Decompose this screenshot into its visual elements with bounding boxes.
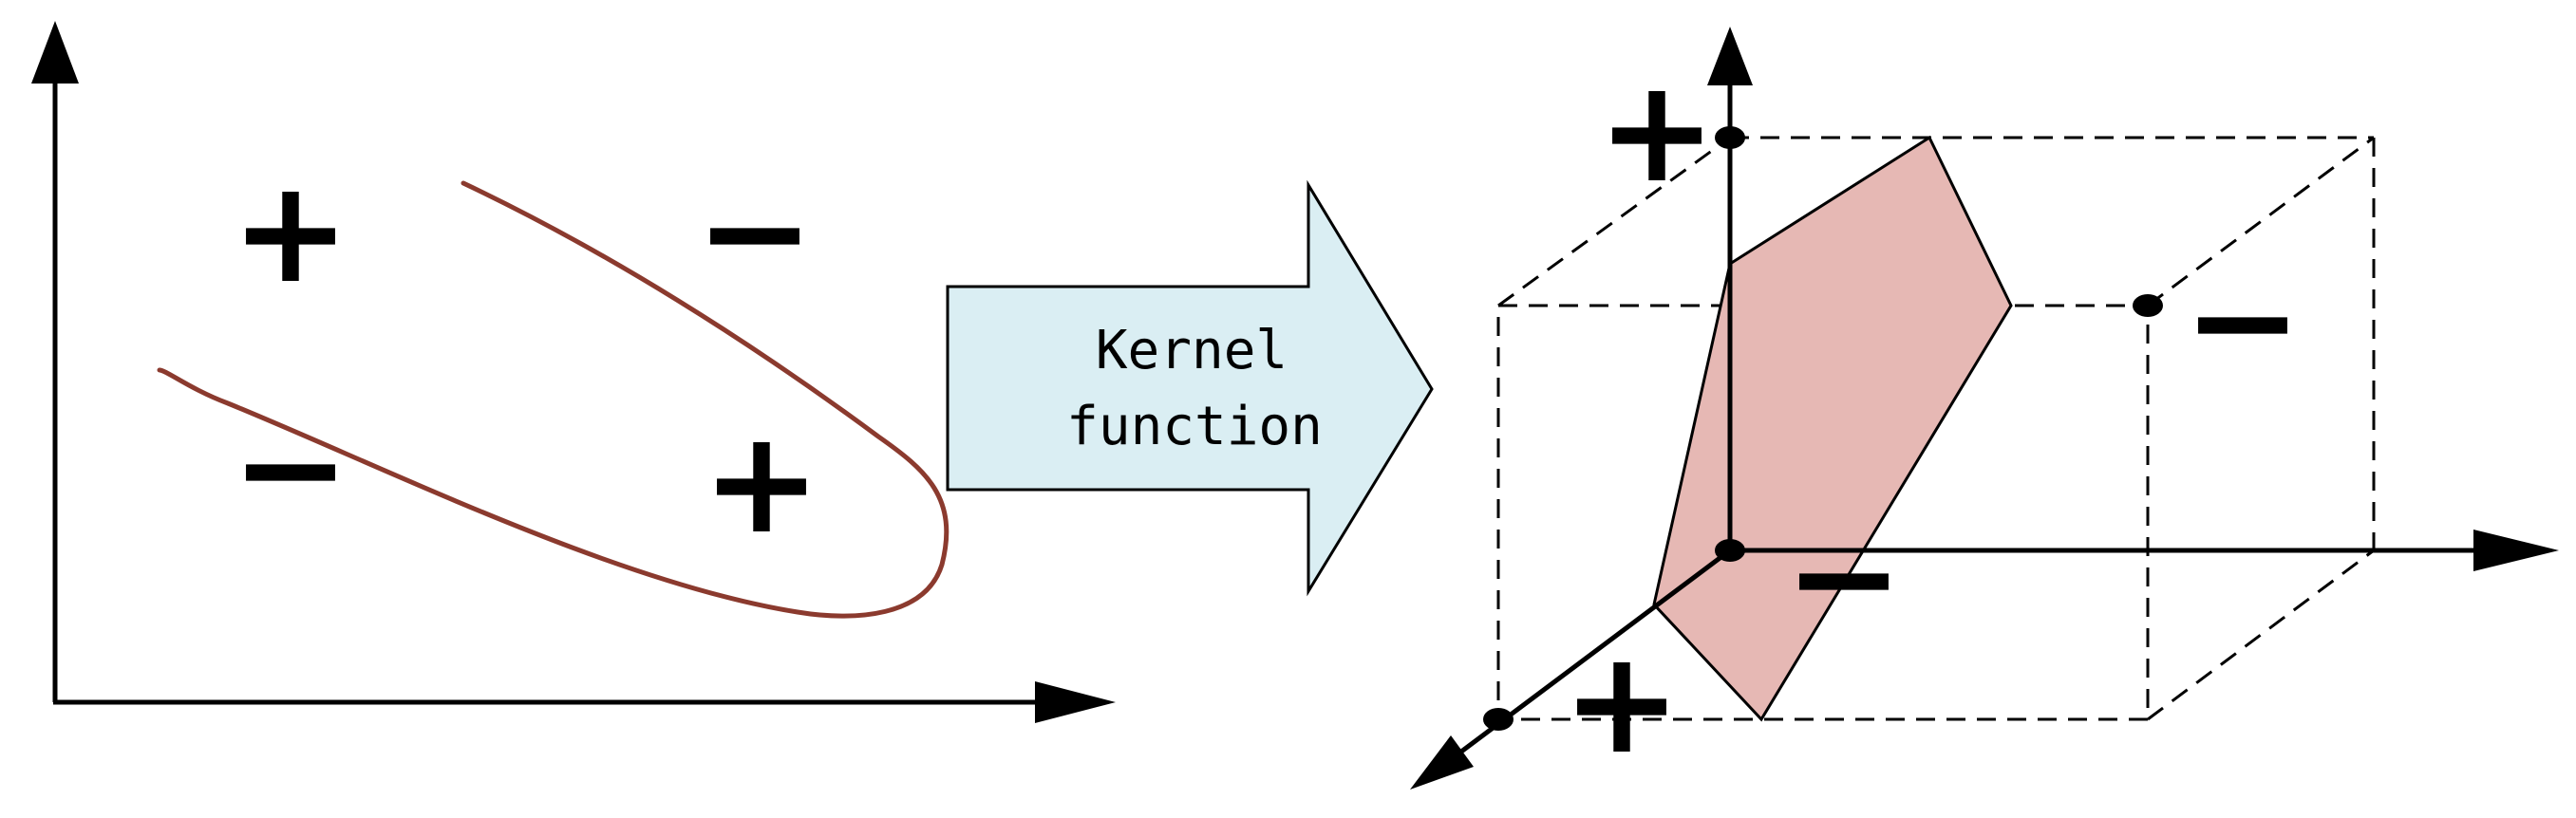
feature-sign-bottom: +: [1562, 621, 1682, 786]
feature-y-axis-arrowhead: [1410, 735, 1474, 790]
kernel-arrow-shape: [946, 179, 1434, 597]
feature-sign-top: +: [1597, 49, 1717, 214]
kernel-arrow-label-line1: Kernel: [1096, 320, 1288, 381]
input-sign-bottom-right: +: [702, 400, 821, 566]
feature-z-axis-arrowhead: [1707, 27, 1753, 85]
input-sign-top-left: +: [231, 150, 350, 315]
feature-space-panel: + − − +: [1410, 27, 2559, 790]
input-sign-top-right: −: [695, 150, 815, 315]
feature-point-front: [1483, 708, 1514, 731]
feature-sign-center: −: [1784, 495, 1904, 660]
feature-point-top: [1715, 126, 1745, 149]
input-sign-bottom-left: −: [231, 386, 350, 551]
separating-hyperplane: [1652, 135, 2013, 722]
feature-point-right: [2133, 294, 2163, 317]
nonlinear-decision-boundary: [157, 180, 950, 619]
input-space-panel: + − − +: [31, 21, 1116, 723]
kernel-function-arrow: Kernel function: [946, 179, 1434, 597]
feature-x-axis-arrowhead: [2473, 530, 2559, 571]
kernel-arrow-label-line2: function: [1066, 396, 1323, 457]
input-y-axis-arrowhead: [31, 21, 79, 84]
feature-point-origin: [1715, 539, 1745, 562]
input-x-axis-arrowhead: [1035, 681, 1116, 723]
feature-sign-right: −: [2183, 239, 2303, 404]
